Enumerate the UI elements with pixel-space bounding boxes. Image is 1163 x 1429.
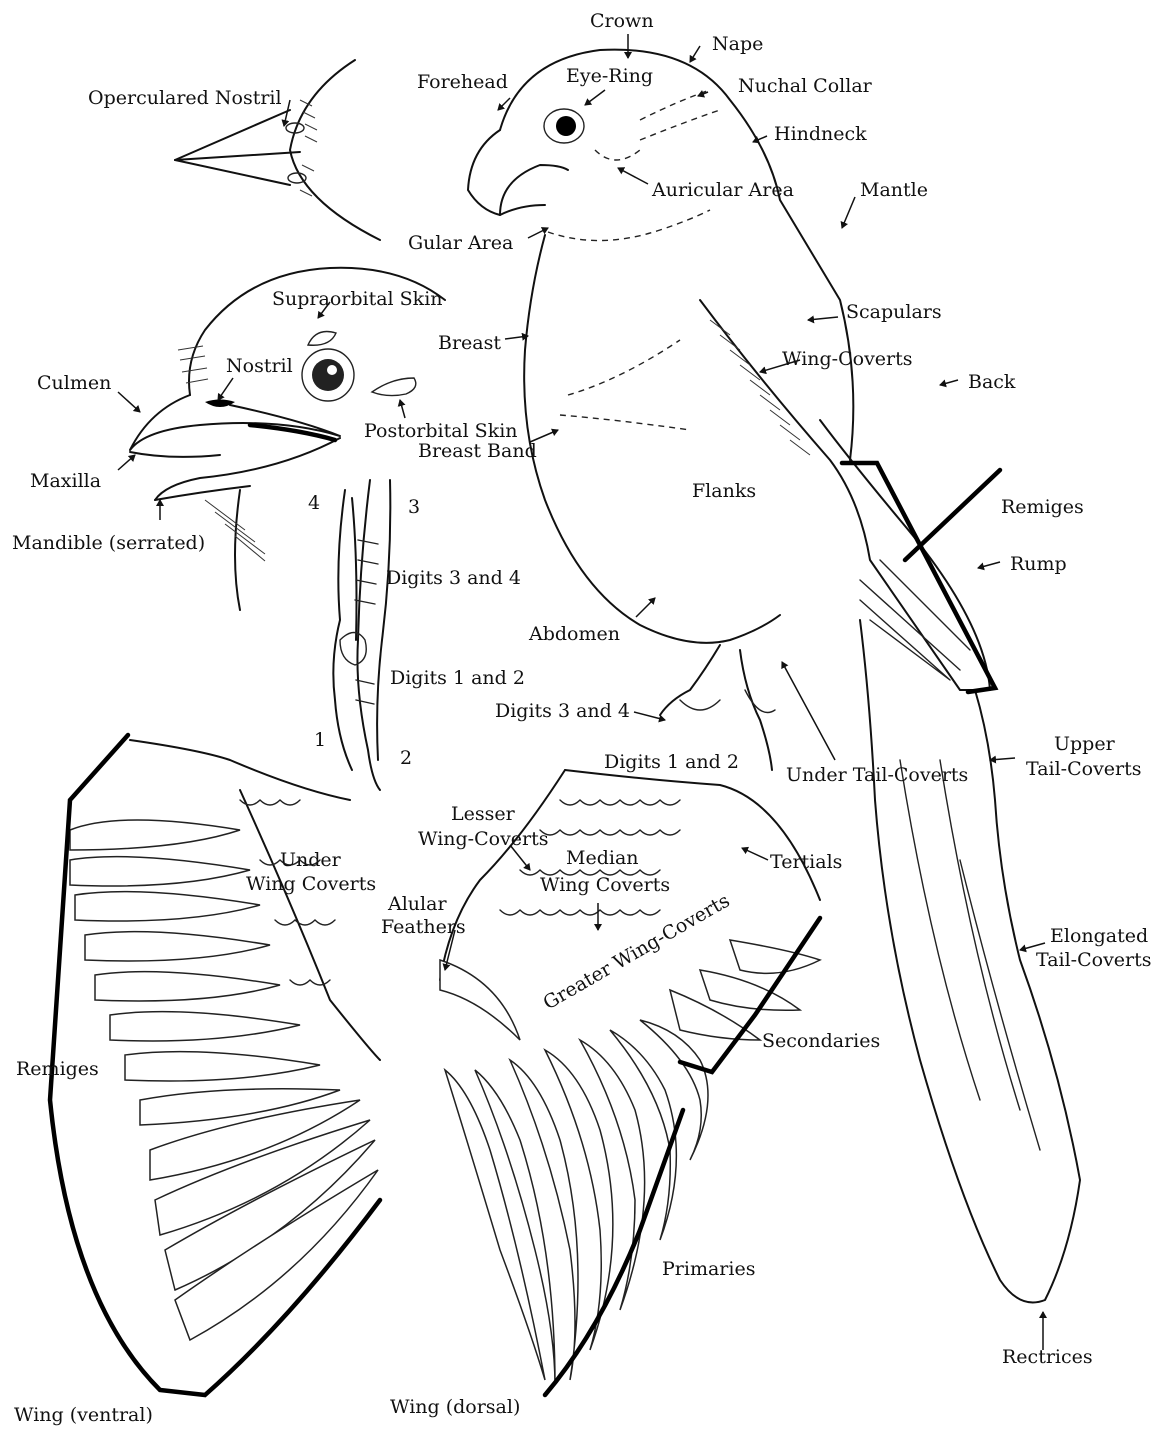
label-auricular-area: Auricular Area	[651, 179, 794, 201]
label-flanks: Flanks	[692, 480, 756, 502]
label-secondaries: Secondaries	[762, 1030, 880, 1052]
label-median-1: Median	[566, 847, 639, 869]
label-remiges-left: Remiges	[16, 1058, 99, 1080]
label-hindneck: Hindneck	[774, 123, 867, 145]
label-wing-dorsal: Wing (dorsal)	[390, 1396, 520, 1418]
label-digit-1: 1	[314, 729, 326, 751]
label-breast: Breast	[438, 332, 501, 354]
label-under-tail-coverts: Under Tail-Coverts	[786, 764, 968, 786]
label-primaries: Primaries	[662, 1258, 755, 1280]
label-lesser-1: Lesser	[451, 803, 516, 825]
label-scapulars: Scapulars	[846, 301, 942, 323]
label-crown: Crown	[590, 10, 654, 32]
label-rectrices: Rectrices	[1002, 1346, 1093, 1368]
label-under-wing-2: Wing Coverts	[246, 873, 376, 895]
label-digits-1-2-left: Digits 1 and 2	[390, 667, 525, 689]
label-nuchal-collar: Nuchal Collar	[738, 75, 873, 97]
label-culmen: Culmen	[37, 372, 111, 394]
label-lesser-2: Wing-Coverts	[418, 828, 549, 850]
label-alular-1: Alular	[387, 893, 447, 915]
label-eye-ring: Eye-Ring	[566, 65, 653, 87]
label-mandible: Mandible (serrated)	[12, 532, 205, 554]
label-remiges-right: Remiges	[1001, 496, 1084, 518]
label-digit-3: 3	[408, 496, 420, 518]
label-digit-4: 4	[308, 492, 320, 514]
label-elongated-2: Tail-Coverts	[1036, 949, 1152, 971]
label-median-2: Wing Coverts	[540, 874, 670, 896]
label-gular-area: Gular Area	[408, 232, 513, 254]
label-under-wing-1: Under	[280, 849, 342, 871]
foot-detail	[333, 480, 390, 790]
label-digit-2: 2	[400, 747, 412, 769]
label-wing-coverts: Wing-Coverts	[782, 348, 913, 370]
label-operculated-nostril: Operculared Nostril	[88, 87, 282, 109]
label-elongated-1: Elongated	[1050, 925, 1148, 947]
label-postorbital-skin: Postorbital Skin	[364, 420, 518, 442]
perched-bird	[468, 50, 1080, 1303]
label-breast-band: Breast Band	[418, 440, 537, 462]
label-forehead: Forehead	[417, 71, 508, 93]
label-upper-tail-coverts-1: Upper	[1054, 733, 1116, 755]
label-mantle: Mantle	[860, 179, 928, 201]
label-back: Back	[968, 371, 1016, 393]
label-upper-tail-coverts-2: Tail-Coverts	[1026, 758, 1142, 780]
label-alular-2: Feathers	[381, 916, 466, 938]
label-digits-3-4-left: Digits 3 and 4	[386, 567, 521, 589]
label-rump: Rump	[1010, 553, 1067, 575]
label-greater-wing-coverts: Greater Wing-Coverts	[540, 890, 734, 1015]
label-nape: Nape	[712, 33, 763, 55]
label-abdomen: Abdomen	[528, 623, 620, 645]
label-nostril: Nostril	[226, 355, 293, 377]
ventral-wing	[50, 735, 380, 1395]
label-digits-1-2-right: Digits 1 and 2	[604, 751, 739, 773]
label-wing-ventral: Wing (ventral)	[14, 1404, 153, 1426]
label-tertials: Tertials	[770, 851, 842, 873]
label-supraorbital-skin: Supraorbital Skin	[272, 288, 443, 310]
label-digits-3-4-right: Digits 3 and 4	[495, 700, 630, 722]
label-maxilla: Maxilla	[30, 470, 101, 492]
